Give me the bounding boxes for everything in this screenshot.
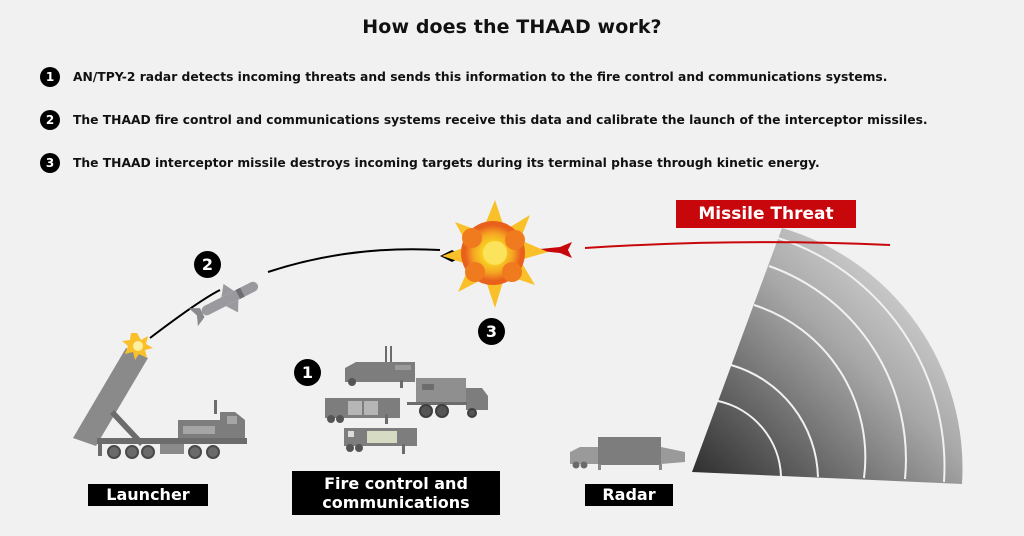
launch-step-badge: 2 bbox=[194, 251, 221, 278]
step-text: The THAAD fire control and communication… bbox=[73, 113, 928, 127]
step-2: 2 The THAAD fire control and communicati… bbox=[40, 110, 928, 130]
step-1: 1 AN/TPY-2 radar detects incoming threat… bbox=[40, 67, 887, 87]
fire-control-vehicles-icon bbox=[325, 346, 488, 454]
step-number-badge: 2 bbox=[40, 110, 60, 130]
launcher-truck-icon bbox=[73, 348, 247, 459]
intercept-step-badge: 3 bbox=[478, 318, 505, 345]
interceptor-missile-icon bbox=[188, 281, 259, 327]
radar-coverage-fan bbox=[692, 228, 963, 484]
threat-trajectory bbox=[584, 241, 891, 249]
launcher-label: Launcher bbox=[88, 484, 208, 506]
step-number-badge: 3 bbox=[40, 153, 60, 173]
launch-flash-icon bbox=[122, 333, 153, 360]
page-title: How does the THAAD work? bbox=[362, 16, 662, 38]
interceptor-trajectory bbox=[149, 248, 441, 339]
step-text: AN/TPY-2 radar detects incoming threats … bbox=[73, 70, 888, 84]
step-number-badge: 1 bbox=[40, 67, 60, 87]
missile-threat-label: Missile Threat bbox=[676, 200, 856, 228]
step-3: 3 The THAAD interceptor missile destroys… bbox=[40, 153, 820, 173]
fire-control-label: Fire control and communications bbox=[292, 471, 500, 515]
fire-control-label-line2: communications bbox=[322, 493, 470, 512]
explosion-icon bbox=[442, 200, 548, 308]
step-text: The THAAD interceptor missile destroys i… bbox=[73, 156, 820, 170]
fire-control-label-line1: Fire control and bbox=[324, 474, 468, 493]
radar-truck-icon bbox=[570, 437, 685, 470]
radar-label: Radar bbox=[585, 484, 673, 506]
fire-control-step-badge: 1 bbox=[294, 359, 321, 386]
